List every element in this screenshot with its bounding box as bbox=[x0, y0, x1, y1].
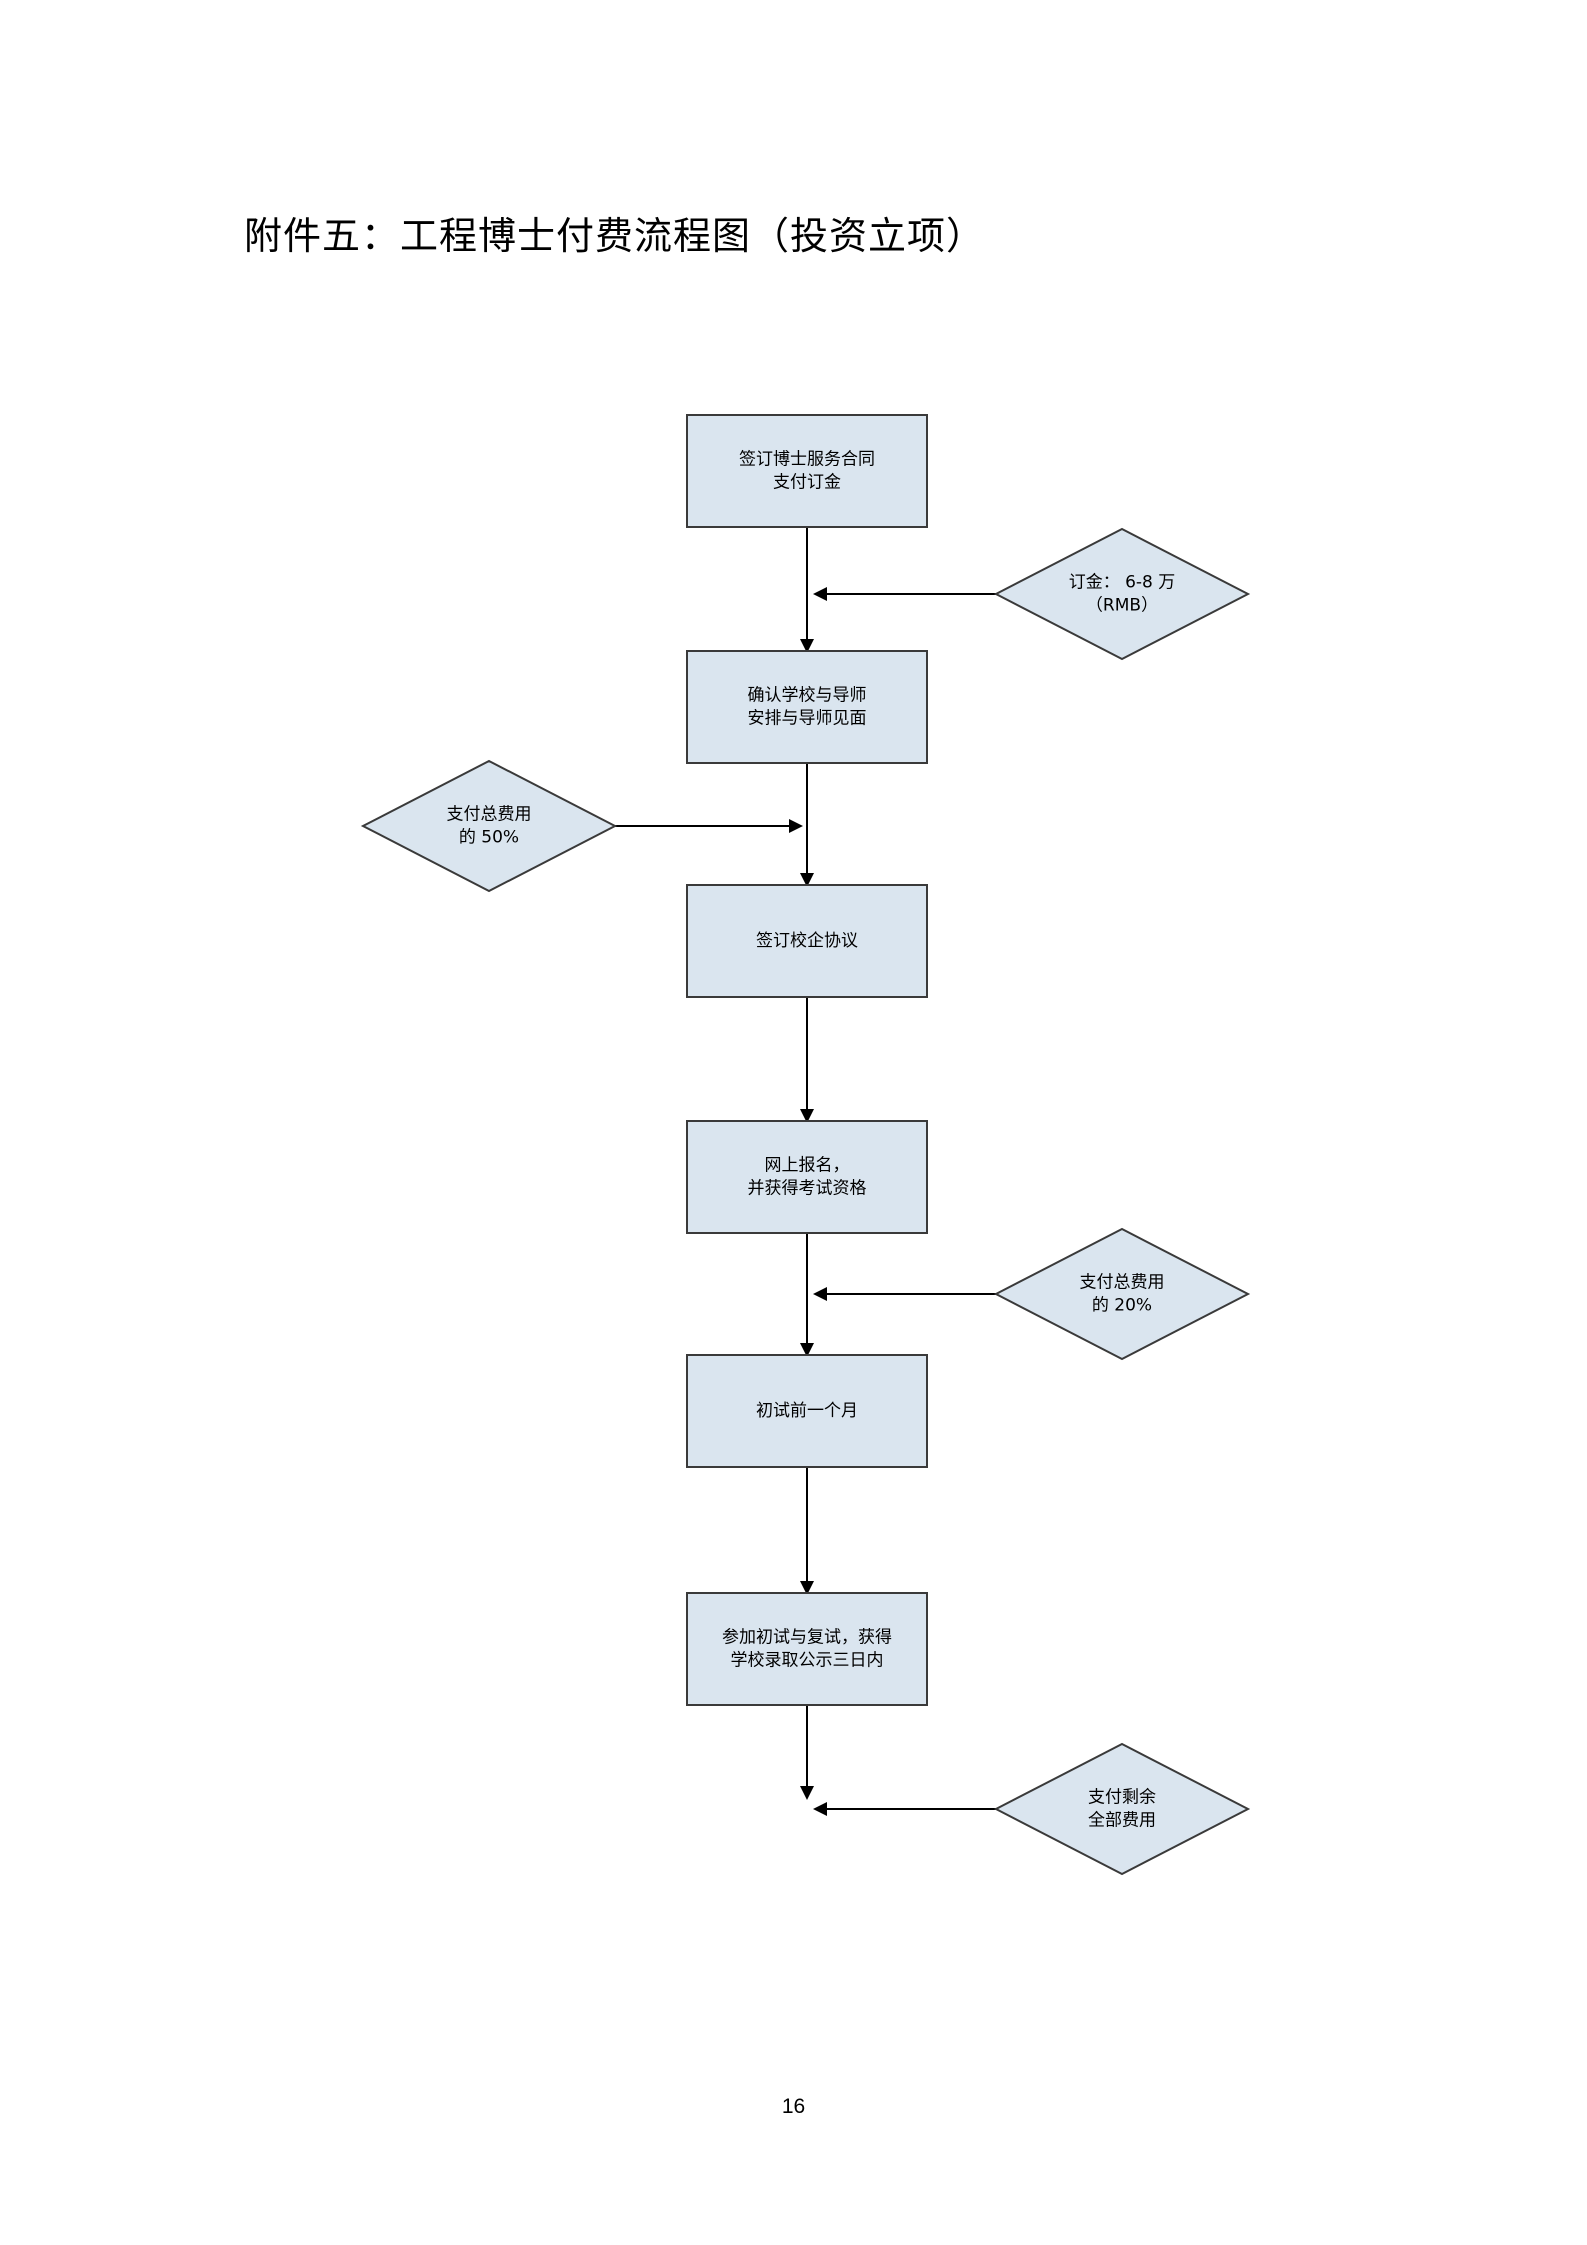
step-3-shape bbox=[686, 884, 928, 998]
step-1-label-line-2: 支付订金 bbox=[773, 473, 841, 493]
step-6-label-line-1: 参加初试与复试，获得 bbox=[722, 1628, 892, 1648]
payment-50-shape bbox=[360, 759, 618, 893]
step-1-shape bbox=[686, 414, 928, 528]
step-6-label-line-2: 学校录取公示三日内 bbox=[731, 1651, 884, 1671]
payment-remaining-label-line-1: 支付剩余 bbox=[1088, 1788, 1156, 1808]
payment-20-label-line-1: 支付总费用 bbox=[1080, 1273, 1165, 1293]
step-6-shape bbox=[686, 1592, 928, 1706]
payment-deposit-shape bbox=[993, 527, 1251, 661]
step-5-box: 初试前一个月 bbox=[686, 1354, 928, 1468]
page-number: 16 bbox=[781, 2095, 806, 2118]
payment-20-label-line-2: 的 20% bbox=[1092, 1296, 1152, 1316]
step-5-shape bbox=[686, 1354, 928, 1468]
nodes: 签订博士服务合同支付订金确认学校与导师安排与导师见面签订校企协议网上报名，并获得… bbox=[360, 414, 1251, 1876]
payment-deposit-diamond: 订金： 6-8 万 （RMB） bbox=[993, 527, 1251, 661]
step-5-label-line-1: 初试前一个月 bbox=[756, 1401, 858, 1421]
payment-deposit-label-line-1: 订金： 6-8 万 bbox=[1069, 573, 1176, 593]
payment-remaining-label-line-2: 全部费用 bbox=[1088, 1811, 1156, 1831]
payment-50-label-line-1: 支付总费用 bbox=[447, 805, 532, 825]
step-2-shape bbox=[686, 650, 928, 764]
step-4-box: 网上报名， 并获得考试资格 bbox=[686, 1120, 928, 1234]
step-3-label-line-1: 签订校企协议 bbox=[756, 931, 858, 951]
step-4-shape bbox=[686, 1120, 928, 1234]
payment-remaining-shape bbox=[993, 1742, 1251, 1876]
step-4-label-line-2: 并获得考试资格 bbox=[748, 1179, 867, 1199]
payment-50-label-line-2: 的 50% bbox=[459, 828, 519, 848]
step-3-box: 签订校企协议 bbox=[686, 884, 928, 998]
page-title: 附件五：工程博士付费流程图（投资立项） bbox=[244, 214, 986, 258]
step-1-label-line-1: 签订博士服务合同 bbox=[739, 450, 875, 470]
step-2-label-line-1: 确认学校与导师 bbox=[748, 686, 867, 706]
payment-20-shape bbox=[993, 1227, 1251, 1361]
payment-deposit-label-line-2: （RMB） bbox=[1086, 596, 1158, 616]
step-2-label-line-2: 安排与导师见面 bbox=[748, 709, 867, 729]
step-4-label-line-1: 网上报名， bbox=[765, 1156, 850, 1176]
connectors bbox=[615, 527, 996, 1816]
